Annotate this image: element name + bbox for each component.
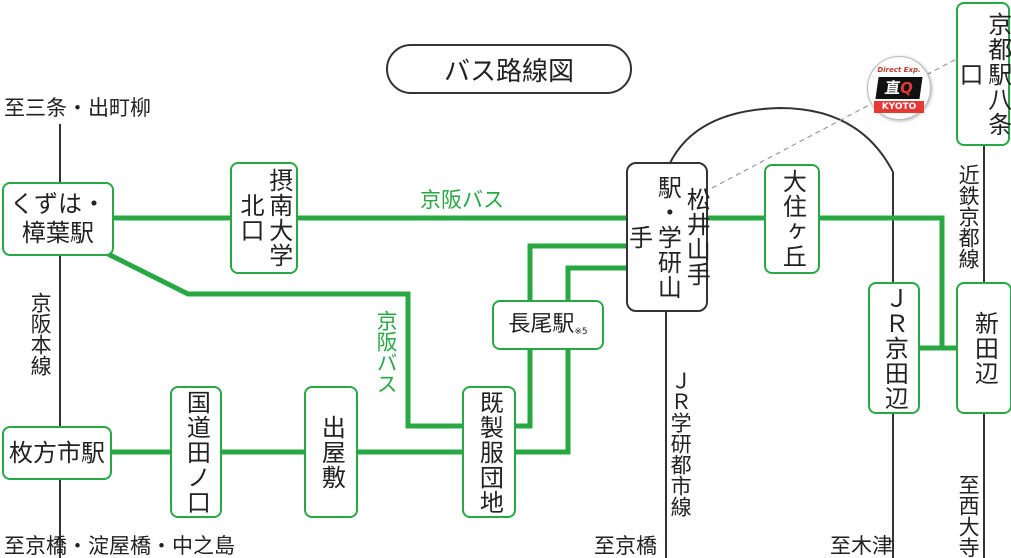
keihan-bus-label-vertical: 京阪バス xyxy=(374,310,399,394)
stop-nagao-note: ※5 xyxy=(574,327,588,338)
keihan-bus-label-horizontal: 京阪バス xyxy=(420,188,504,212)
bus-kiseifuku-matsui-2 xyxy=(514,265,626,455)
to-saidaiji-label: 至西大寺 xyxy=(956,474,981,558)
stop-matsuiyamate: 松井山手駅・学研山手 xyxy=(625,162,710,312)
stop-nagao-label: 長尾駅 xyxy=(508,311,575,337)
stop-deyashiki: 出屋敷 xyxy=(304,386,358,518)
jr-gakken-line-label: ＪＲ学研都市線 xyxy=(668,370,693,517)
logo-main-text: 直Q xyxy=(875,77,923,99)
stop-oosumigaoka: 大住ヶ丘 xyxy=(764,164,820,274)
stop-setsunan-kitaguchi: 摂南大学北口 xyxy=(230,162,298,274)
map-title: バス路線図 xyxy=(386,44,632,94)
stop-kiseifuku-danchi: 既製服団地 xyxy=(462,386,516,518)
to-kyobashi-label: 至京橋 xyxy=(594,534,657,558)
stop-nagao: 長尾駅※5 xyxy=(492,300,604,350)
logo-bottom-text: KYOTO xyxy=(874,101,924,113)
to-sanjo-label: 至三条・出町柳 xyxy=(4,96,151,120)
stop-hirakatashi: 枚方市駅 xyxy=(2,426,112,480)
stop-kokudo-taguchi: 国道田ノ口 xyxy=(170,386,222,518)
to-kyobashi-yodoyabashi-label: 至京橋・淀屋橋・中之島 xyxy=(4,534,235,558)
stop-kuzuha: くずは・ 樟葉駅 xyxy=(2,182,114,256)
direct-express-kyoto-logo: Direct Exp. 直Q KYOTO xyxy=(867,56,931,120)
bus-kuzuha-kiseifuku xyxy=(106,251,464,429)
kintetsu-kyoto-line-label: 近鉄京都線 xyxy=(956,164,981,269)
jr-nara-line xyxy=(665,106,894,173)
stop-shintanabe: 新田辺 xyxy=(956,282,1011,414)
stop-kyoto-hachijo: 京都駅八条口 xyxy=(955,2,1011,146)
keihan-main-line-label: 京阪本線 xyxy=(28,292,53,376)
stop-jr-kyotanabe: ＪＲ京田辺 xyxy=(868,282,920,414)
to-kizu-label: 至木津 xyxy=(830,534,893,558)
logo-top-text: Direct Exp. xyxy=(877,66,921,74)
